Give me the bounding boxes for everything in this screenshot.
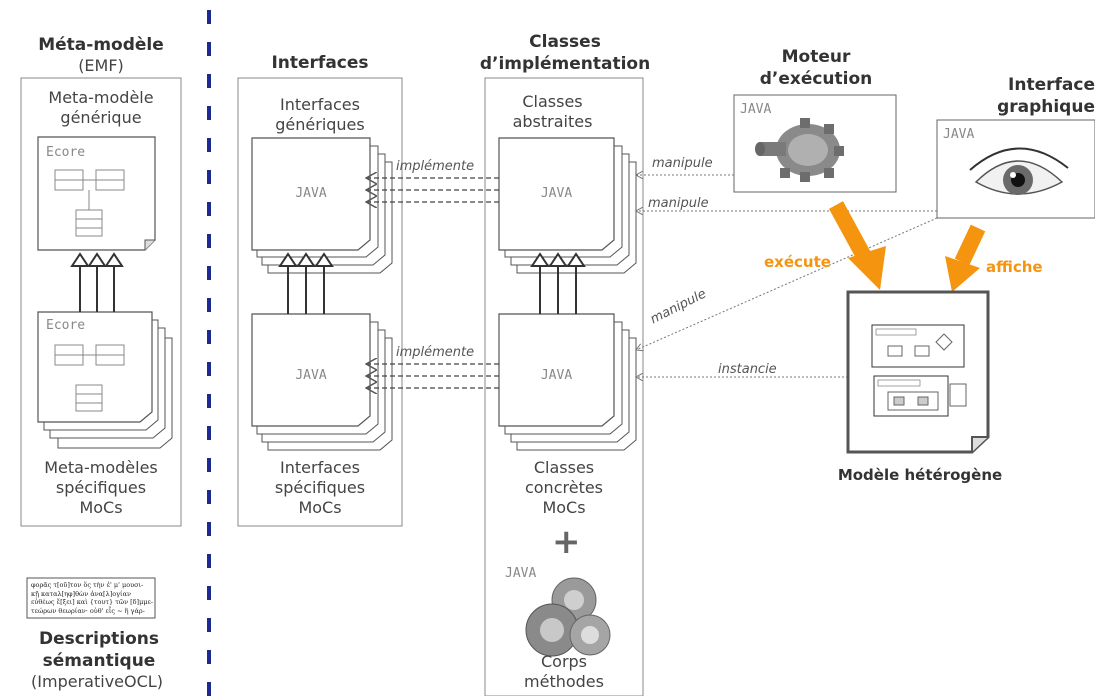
interfaces-top-label: Interfaces génériques <box>275 95 365 134</box>
semantic-snippet-box <box>26 577 156 619</box>
ecore-document-stack-specific <box>37 311 173 449</box>
classes-title: Classes d’implémentation <box>479 32 651 74</box>
classes-java-1: JAVA <box>540 186 573 201</box>
gears-icon <box>525 577 611 657</box>
classes-top-label: Classes abstraites <box>512 92 593 131</box>
java-stack-specific-interfaces <box>251 313 393 451</box>
manipule-label-2: manipule <box>648 196 709 211</box>
interfaces-java-2: JAVA <box>295 368 327 383</box>
gui-title: Interface graphique <box>997 75 1095 117</box>
ecore-label-1: Ecore <box>46 145 86 160</box>
model-title: Modèle hétérogène <box>837 466 1003 484</box>
ecore-label-2: Ecore <box>46 318 86 333</box>
manipule-arrow-3 <box>636 217 938 350</box>
implements-arrows-lower <box>366 364 499 388</box>
semantic-snippet-text: φορᾶς τ[οῦ]τον ὅς τὴν ἐ' μ' μουσι- κῇ κα… <box>31 581 154 615</box>
gui-java: JAVA <box>943 127 975 142</box>
meta-subtitle: (EMF) <box>78 56 124 75</box>
classes-bottom-label: Classes concrètes MoCs <box>524 458 604 517</box>
heterogeneous-model-document <box>846 290 990 454</box>
engine-title: Moteur d’exécution <box>759 47 873 89</box>
meta-title: Méta-modèle <box>38 35 164 55</box>
classes-java-2: JAVA <box>540 368 573 383</box>
affiche-arrow <box>945 224 986 292</box>
manipule-label-1: manipule <box>652 156 713 171</box>
implements-arrows-upper <box>366 178 499 202</box>
meta-inheritance-arrows <box>70 252 124 312</box>
interfaces-java-1: JAVA <box>295 186 327 201</box>
engine-gear-icon <box>755 118 844 182</box>
semantics-title: Descriptions sémantique <box>38 629 160 671</box>
implemente-label-2: implémente <box>396 345 475 360</box>
classes-inheritance-arrows <box>530 252 586 314</box>
java-stack-concrete-classes <box>498 313 637 451</box>
affiche-label: affiche <box>986 258 1043 276</box>
java-stack-generic-interfaces <box>251 137 393 274</box>
interfaces-inheritance-arrows <box>278 252 334 314</box>
interfaces-title: Interfaces <box>271 53 369 73</box>
engine-java: JAVA <box>740 102 772 117</box>
plus-sign: + <box>552 522 581 562</box>
classes-java-3: JAVA <box>505 566 537 581</box>
implemente-label-1: implémente <box>396 159 475 174</box>
java-stack-abstract-classes <box>498 137 637 274</box>
instancie-label: instancie <box>718 362 777 377</box>
meta-top-label: Meta-modèle générique <box>48 88 154 127</box>
semantics-subtitle: (ImperativeOCL) <box>31 672 163 691</box>
interfaces-bottom-label: Interfaces spécifiques MoCs <box>274 458 366 517</box>
meta-bottom-label: Meta-modèles spécifiques MoCs <box>44 458 158 517</box>
ecore-document-generic <box>37 136 156 251</box>
eye-icon <box>969 147 1069 195</box>
execute-label: exécute <box>764 253 831 271</box>
corps-label: Corps méthodes <box>524 652 604 691</box>
execute-arrow <box>828 201 886 290</box>
